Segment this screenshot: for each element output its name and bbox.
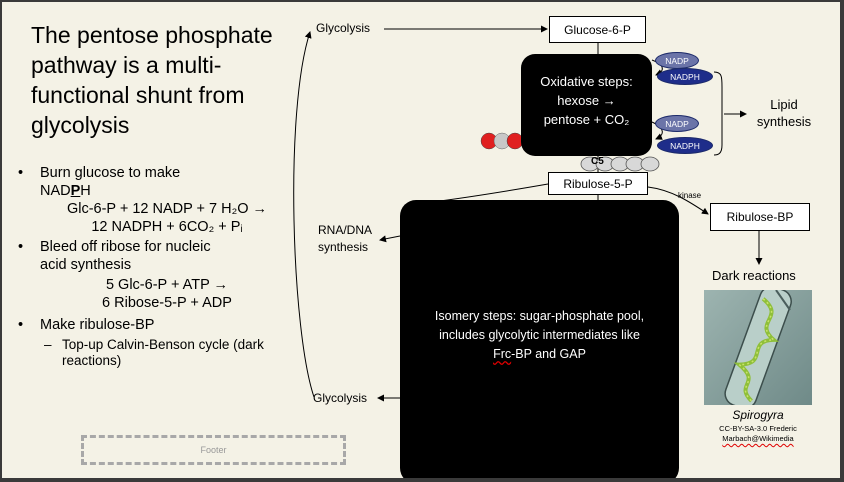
c5-chain-icon [580,156,660,172]
equation: Glc-6-P + 12 NADP + 7 H₂O → [66,201,268,217]
bullet-dot: • [18,317,24,333]
glycolysis-bottom-label: Glycolysis [313,391,368,405]
bullet-ribulose-bp: • Make ribulose-BP [18,317,155,333]
glycolysis-top-label: Glycolysis [316,21,371,35]
ribulose-5-p-box: Ribulose-5-P [548,172,648,195]
nadph-pill: NADPH [657,137,713,154]
equation: 12 NADPH + 6CO₂ + Pᵢ [91,219,243,235]
isomery-steps-box: Isomery steps: sugar-phosphate pool, inc… [400,200,679,478]
bullet-dot: • [18,165,24,181]
dark-reactions-label: Dark reactions [712,268,796,283]
nadph-pill: NADPH [657,68,713,85]
equation: 6 Ribose-5-P + ADP [102,295,232,311]
lipid-synthesis-label: Lipid synthesis [756,97,812,129]
credit-link[interactable]: Marbach@Wikimedia [722,434,794,443]
ribulose-bp-box: Ribulose-BP [710,203,810,231]
equation: 5 Glc-6-P + ATP → [105,277,229,293]
rna-dna-synthesis-label: RNA/DNA synthesis [318,223,372,254]
bullet-bleed-ribose: • Bleed off ribose for nucleic acid synt… [14,238,294,312]
oxidative-steps-box: Oxidative steps: hexose → pentose + CO₂ [521,54,652,156]
nadp-pill: NADP [655,52,699,69]
photo-caption: Spirogyra CC-BY-SA-3.0 Frederic Marbach@… [694,408,822,444]
sub-bullet-calvin: – Top-up Calvin-Benson cycle (dark react… [44,337,264,368]
nadp-pill: NADP [655,115,699,132]
spirogyra-photo [704,290,812,405]
footer-placeholder[interactable]: Footer [81,435,346,465]
glucose-6-p-box: Glucose-6-P [549,16,646,43]
spirogyra-label: Spirogyra [732,408,784,422]
bullet-burn-glucose: • Burn glucose to make NADPH Glc-6-P + 1… [14,164,294,236]
bullet-list: • Burn glucose to make NADPH Glc-6-P + 1… [14,164,294,369]
slide-title: The pentose phosphate pathway is a multi… [31,22,273,138]
c5-label: C5 [591,156,604,167]
kinase-label: kinase [678,191,702,200]
bullet-dot: • [18,239,24,255]
